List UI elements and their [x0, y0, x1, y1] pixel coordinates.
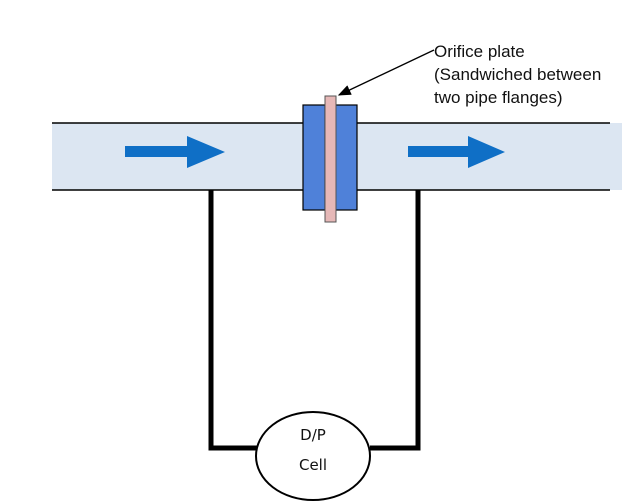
- pipe-flange-upstream: [302, 104, 326, 211]
- annotation-line-3: two pipe flanges): [434, 88, 563, 107]
- annotation-line-2: (Sandwiched between: [434, 65, 601, 84]
- annotation-leader-arrow: [337, 49, 435, 96]
- flow-arrow-upstream: [125, 136, 225, 168]
- dp-cell-label-2: Cell: [299, 456, 327, 474]
- flow-arrow-downstream: [408, 136, 505, 168]
- pipe-flange-downstream: [334, 104, 358, 211]
- orifice-plate: [324, 95, 337, 223]
- impulse-line-high: [208, 190, 258, 451]
- dp-cell: [255, 411, 371, 501]
- annotation-line-1: Orifice plate: [434, 42, 525, 61]
- impulse-line-low: [370, 190, 421, 451]
- dp-cell-label-1: D/P: [300, 426, 326, 444]
